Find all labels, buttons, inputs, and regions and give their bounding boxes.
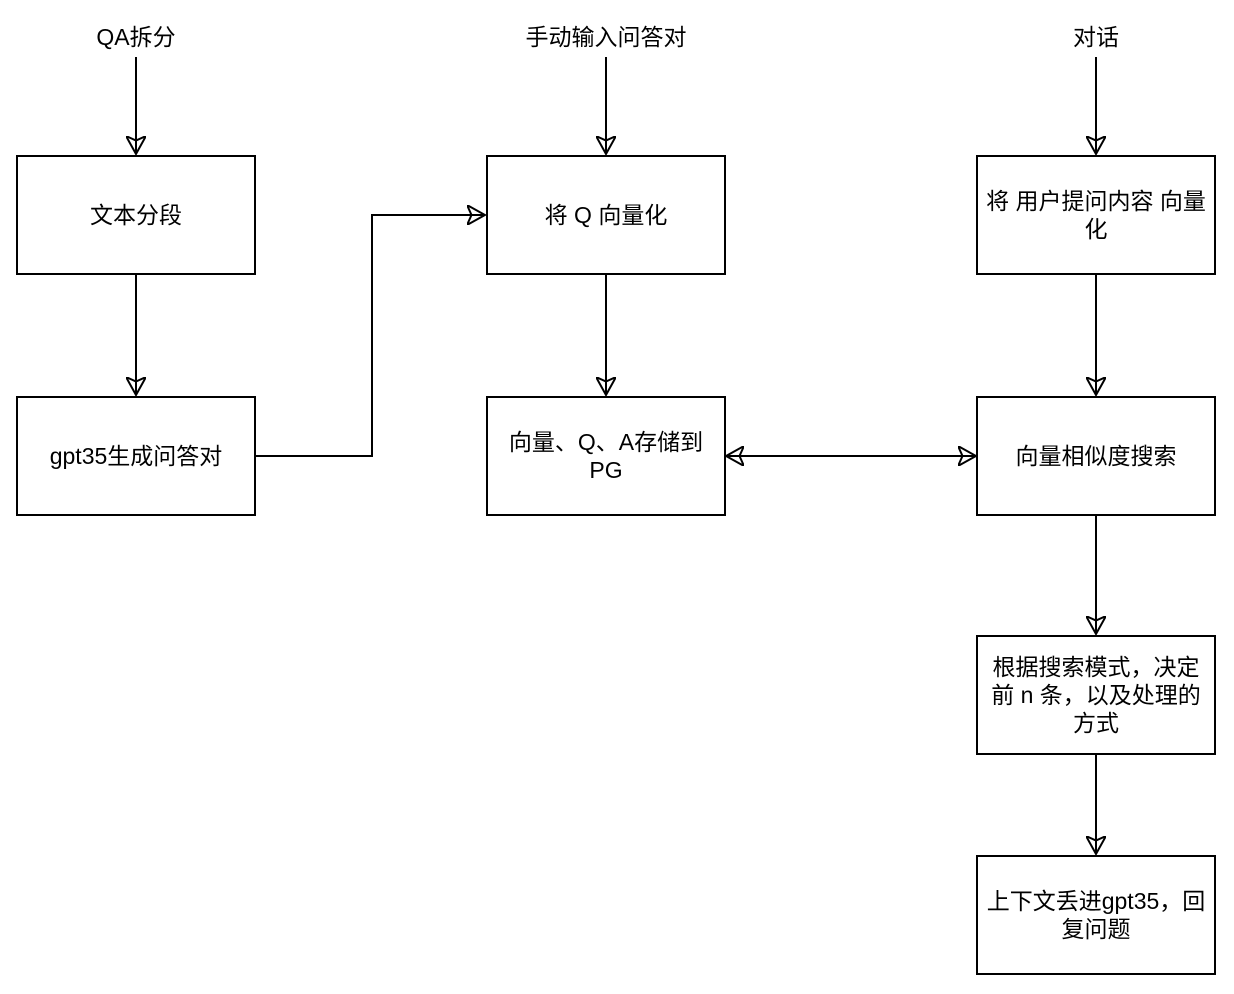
entry-label-chat[interactable]: 对话 bbox=[1073, 24, 1119, 50]
node-store-to-pg[interactable]: 向量、Q、A存储到PG bbox=[486, 396, 726, 516]
node-vector-similarity-search[interactable]: 向量相似度搜索 bbox=[976, 396, 1216, 516]
node-gpt35-reply[interactable]: 上下文丢进gpt35，回复问题 bbox=[976, 855, 1216, 975]
node-search-mode-decision[interactable]: 根据搜索模式，决定前 n 条，以及处理的方式 bbox=[976, 635, 1216, 755]
node-text-segment[interactable]: 文本分段 bbox=[16, 155, 256, 275]
node-vectorize-q[interactable]: 将 Q 向量化 bbox=[486, 155, 726, 275]
entry-label-manual-input[interactable]: 手动输入问答对 bbox=[525, 24, 687, 50]
entry-label-qa-split[interactable]: QA拆分 bbox=[96, 24, 176, 50]
node-gpt35-generate-qa[interactable]: gpt35生成问答对 bbox=[16, 396, 256, 516]
edge-gpt35-generate-to-vectorize-q[interactable] bbox=[256, 215, 483, 457]
node-vectorize-user-question[interactable]: 将 用户提问内容 向量化 bbox=[976, 155, 1216, 275]
